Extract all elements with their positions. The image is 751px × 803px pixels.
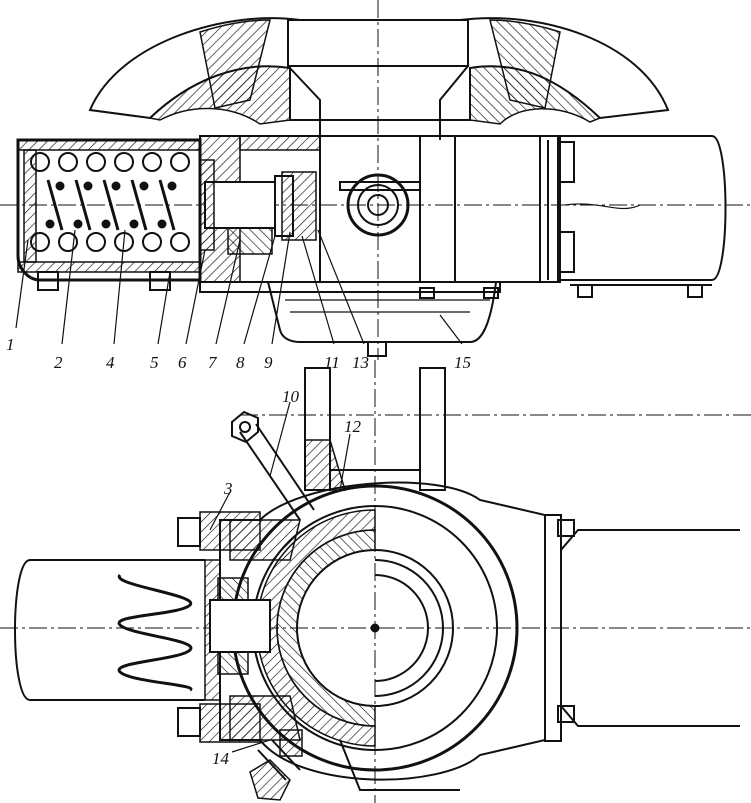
bottom-bolts — [419, 284, 712, 299]
callout-labels: 1 2 4 5 6 7 8 9 11 13 15 10 12 3 14 — [6, 335, 471, 768]
plunger-assembly — [199, 159, 421, 255]
fork-lugs — [304, 367, 446, 491]
main-housing — [199, 135, 727, 283]
grease-nipple — [249, 729, 303, 801]
callout-8: 8 — [236, 353, 245, 372]
callout-1: 1 — [6, 335, 15, 354]
lower-plan-view — [0, 360, 751, 803]
wheel-hub-housing — [88, 17, 670, 140]
hub-shaft — [287, 19, 469, 67]
oil-sump — [199, 281, 501, 357]
flange-bolts — [177, 511, 261, 743]
eccentric-cam — [346, 173, 410, 237]
upper-section-view — [0, 0, 751, 360]
callout-9: 9 — [264, 353, 273, 372]
right-cylinder — [544, 514, 740, 742]
callout-4: 4 — [106, 353, 115, 372]
callout-6: 6 — [178, 353, 187, 372]
upper-leader-lines — [15, 229, 463, 345]
callout-10: 10 — [282, 387, 300, 406]
oil-tube — [231, 410, 315, 521]
callout-11: 11 — [324, 353, 340, 372]
callout-13: 13 — [352, 353, 369, 372]
callout-14: 14 — [212, 749, 230, 768]
coil-spring — [30, 152, 190, 252]
callout-12: 12 — [344, 417, 362, 436]
callout-5: 5 — [150, 353, 159, 372]
lower-leader-lines — [209, 401, 351, 753]
callout-2: 2 — [54, 353, 63, 372]
callout-7: 7 — [208, 353, 218, 372]
callout-3: 3 — [223, 479, 233, 498]
left-spring-cylinder — [14, 559, 271, 701]
callout-15: 15 — [454, 353, 471, 372]
spring-housing — [16, 138, 202, 291]
